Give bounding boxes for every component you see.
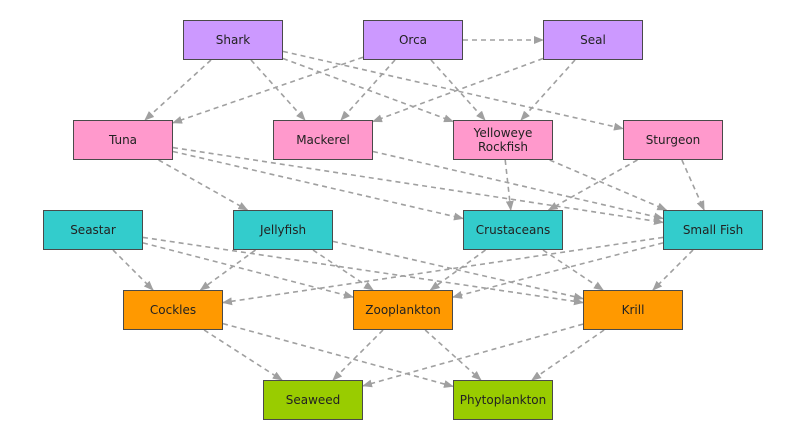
edge-mackerel-to-smallfish <box>372 150 664 221</box>
edge-shark-to-mackerel <box>250 59 306 121</box>
node-orca: Orca <box>363 20 463 60</box>
edge-krill-to-seaweed <box>362 323 584 388</box>
edge-sturgeon-to-crustaceans <box>547 159 638 211</box>
node-seaweed: Seaweed <box>263 380 363 420</box>
node-phytoplankton: Phytoplankton <box>453 380 553 420</box>
edge-krill-to-phytoplankton <box>531 329 605 381</box>
edge-smallfish-to-zooplankton <box>452 242 664 299</box>
edge-seastar-to-zooplankton <box>142 242 354 299</box>
node-krill: Krill <box>583 290 683 330</box>
node-zooplankton: Zooplankton <box>353 290 453 330</box>
edge-yelloweye-to-crustaceans <box>504 159 514 211</box>
edge-tuna-to-smallfish <box>172 146 664 225</box>
node-smallfish: Small Fish <box>663 210 763 250</box>
edge-orca-to-mackerel <box>340 59 396 121</box>
edge-jellyfish-to-krill <box>332 240 584 301</box>
edge-orca-to-tuna <box>172 56 364 124</box>
node-yelloweye: Yelloweye Rockfish <box>453 120 553 160</box>
edge-crustaceans-to-krill <box>542 249 604 291</box>
node-seastar: Seastar <box>43 210 143 250</box>
edge-seastar-to-krill <box>142 236 584 306</box>
edge-sturgeon-to-smallfish <box>681 159 705 211</box>
node-seal: Seal <box>543 20 643 60</box>
edge-smallfish-to-cockles <box>222 236 664 306</box>
node-sturgeon: Sturgeon <box>623 120 723 160</box>
edge-shark-to-tuna <box>144 59 212 121</box>
node-crustaceans: Crustaceans <box>463 210 563 250</box>
node-mackerel: Mackerel <box>273 120 373 160</box>
node-tuna: Tuna <box>73 120 173 160</box>
edge-zooplankton-to-seaweed <box>332 329 384 381</box>
edge-seastar-to-cockles <box>112 249 154 291</box>
edge-seal-to-yelloweye <box>520 59 576 121</box>
node-shark: Shark <box>183 20 283 60</box>
edge-yelloweye-to-smallfish <box>549 159 668 211</box>
edge-zooplankton-to-phytoplankton <box>424 329 482 381</box>
edge-jellyfish-to-cockles <box>199 249 256 291</box>
edge-jellyfish-to-zooplankton <box>312 249 374 291</box>
edge-shark-to-sturgeon <box>282 50 624 131</box>
edge-tuna-to-crustaceans <box>172 150 464 221</box>
edge-smallfish-to-krill <box>652 249 694 291</box>
edge-cockles-to-seaweed <box>203 329 283 381</box>
edge-seal-to-mackerel <box>372 57 544 123</box>
edge-crustaceans-to-zooplankton <box>429 249 486 291</box>
node-cockles: Cockles <box>123 290 223 330</box>
node-jellyfish: Jellyfish <box>233 210 333 250</box>
edge-cockles-to-phytoplankton <box>222 322 454 388</box>
edge-tuna-to-jellyfish <box>158 159 249 211</box>
